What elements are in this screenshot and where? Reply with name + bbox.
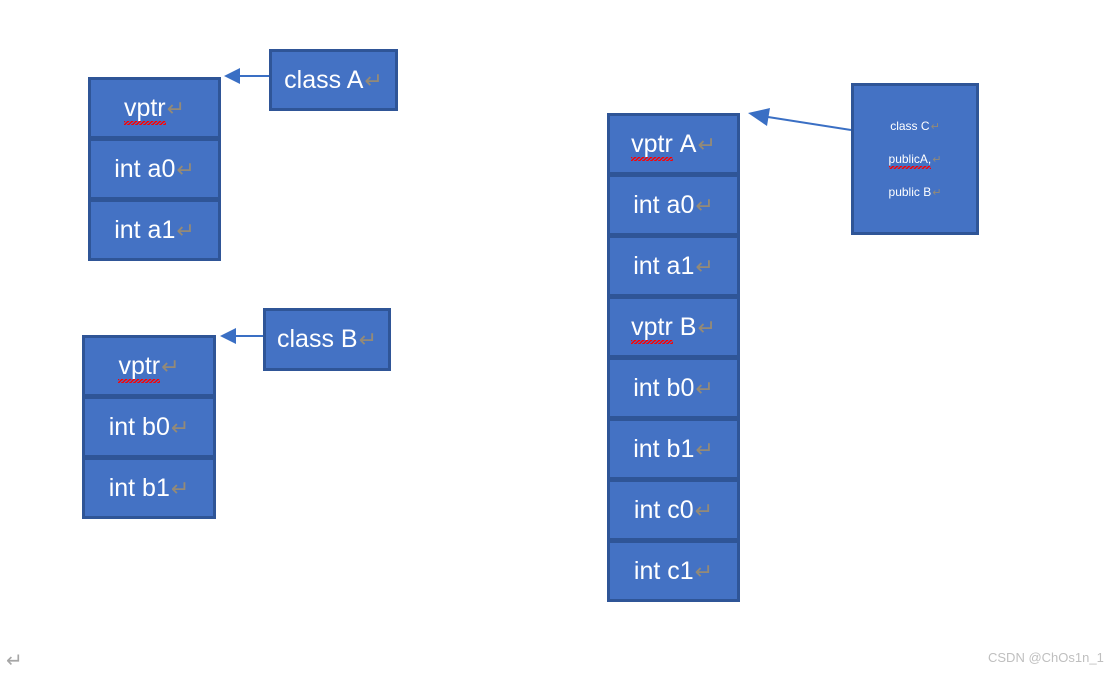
memory-slot-label: vptr↵ — [118, 351, 180, 383]
pilcrow-mark: ↵ — [694, 559, 714, 585]
class-c-line-base-b: public B↵ — [889, 185, 942, 199]
pilcrow-mark: ↵ — [695, 376, 714, 402]
class-b-layout: vptr↵ int b0↵ int b1↵ — [82, 335, 216, 519]
slot-word: int a1 — [114, 215, 176, 244]
class-c-line-declaration: class C↵ — [890, 119, 940, 133]
memory-slot[interactable]: vptr A↵ — [607, 113, 740, 175]
memory-slot[interactable]: int b0↵ — [82, 396, 216, 458]
memory-slot-label: int b0↵ — [108, 412, 190, 441]
memory-slot[interactable]: int a0↵ — [607, 174, 740, 236]
arrow-class-c-to-layout — [748, 108, 852, 131]
class-b-label: class B↵ — [277, 325, 377, 354]
memory-slot-label: int a1↵ — [633, 251, 714, 280]
class-a-layout: vptr↵ int a0↵ int a1↵ — [88, 77, 221, 261]
pilcrow-mark: ↵ — [694, 498, 714, 524]
memory-slot-label: int a0↵ — [633, 190, 714, 219]
memory-slot[interactable]: int a1↵ — [88, 199, 221, 261]
memory-slot[interactable]: int b1↵ — [607, 418, 740, 480]
slot-word: int c0 — [633, 495, 694, 524]
pilcrow-mark: ↵ — [161, 354, 180, 380]
stray-pilcrow-mark: ↵ — [6, 648, 23, 672]
pilcrow-mark: ↵ — [176, 157, 195, 183]
arrow-class-b-to-layout — [220, 328, 263, 344]
class-b-label-box[interactable]: class B↵ — [263, 308, 391, 371]
class-c-line-text: public B — [888, 185, 932, 199]
class-c-line-base-a: publicA,↵ — [888, 152, 942, 169]
memory-slot-label: int b1↵ — [633, 434, 714, 463]
pilcrow-mark: ↵ — [697, 315, 716, 341]
memory-slot-label: int c1↵ — [633, 556, 714, 585]
pilcrow-mark: ↵ — [358, 328, 378, 353]
pilcrow-mark: ↵ — [695, 254, 714, 280]
memory-slot[interactable]: int b0↵ — [607, 357, 740, 419]
memory-slot[interactable]: int a0↵ — [88, 138, 221, 200]
memory-slot[interactable]: int b1↵ — [82, 457, 216, 519]
pilcrow-mark: ↵ — [170, 476, 190, 502]
slot-word: int b1 — [633, 434, 695, 463]
memory-slot[interactable]: vptr B↵ — [607, 296, 740, 358]
class-c-line-text: class C — [890, 119, 930, 133]
slot-word: int a1 — [633, 251, 695, 280]
slot-word: int b0 — [108, 412, 170, 441]
slot-suffix: B — [672, 312, 697, 341]
pilcrow-mark: ↵ — [695, 437, 714, 463]
memory-slot-label: int a1↵ — [114, 215, 195, 244]
memory-slot[interactable]: vptr↵ — [88, 77, 221, 139]
memory-slot-label: vptr↵ — [123, 93, 186, 125]
memory-slot-label: int a0↵ — [114, 154, 195, 183]
pilcrow-mark: ↵ — [930, 120, 940, 133]
slot-word: int b1 — [108, 473, 170, 502]
class-a-label-box[interactable]: class A↵ — [269, 49, 398, 111]
slot-word: int c1 — [633, 556, 694, 585]
arrow-class-a-to-layout — [224, 68, 269, 84]
class-a-label-text: class A — [284, 65, 364, 94]
class-b-label-text: class B — [276, 325, 358, 353]
slot-word: int b0 — [633, 373, 695, 402]
memory-slot[interactable]: int c0↵ — [607, 479, 740, 541]
pilcrow-mark: ↵ — [176, 218, 195, 244]
memory-slot-label: int b0↵ — [633, 373, 714, 402]
memory-slot[interactable]: int a1↵ — [607, 235, 740, 297]
class-c-line-text: publicA, — [888, 152, 932, 169]
pilcrow-mark: ↵ — [695, 193, 714, 219]
class-c-layout: vptr A↵ int a0↵ int a1↵ vptr B↵ int b0↵ … — [607, 113, 740, 602]
slot-word: int a0 — [633, 190, 695, 219]
slot-word: vptr — [631, 312, 673, 344]
pilcrow-mark: ↵ — [697, 132, 716, 158]
slot-word: vptr — [631, 129, 673, 161]
slot-suffix: A — [672, 129, 697, 158]
memory-slot-label: int b1↵ — [108, 473, 190, 502]
memory-slot-label: int c0↵ — [633, 495, 714, 524]
slot-word: int a0 — [114, 154, 176, 183]
memory-slot[interactable]: int c1↵ — [607, 540, 740, 602]
pilcrow-mark: ↵ — [170, 415, 190, 441]
pilcrow-mark: ↵ — [932, 186, 942, 199]
memory-slot-label: vptr B↵ — [631, 312, 716, 344]
pilcrow-mark: ↵ — [364, 68, 383, 94]
csdn-watermark: CSDN @ChOs1n_1 — [988, 650, 1104, 665]
slot-word: vptr — [123, 93, 166, 125]
memory-slot[interactable]: vptr↵ — [82, 335, 216, 397]
pilcrow-mark: ↵ — [932, 153, 942, 166]
memory-slot-label: vptr A↵ — [631, 129, 716, 161]
class-a-label: class A↵ — [284, 66, 383, 95]
slot-word: vptr — [118, 351, 161, 383]
class-c-label-box[interactable]: class C↵ publicA,↵ public B↵ — [851, 83, 979, 235]
pilcrow-mark: ↵ — [166, 96, 186, 122]
